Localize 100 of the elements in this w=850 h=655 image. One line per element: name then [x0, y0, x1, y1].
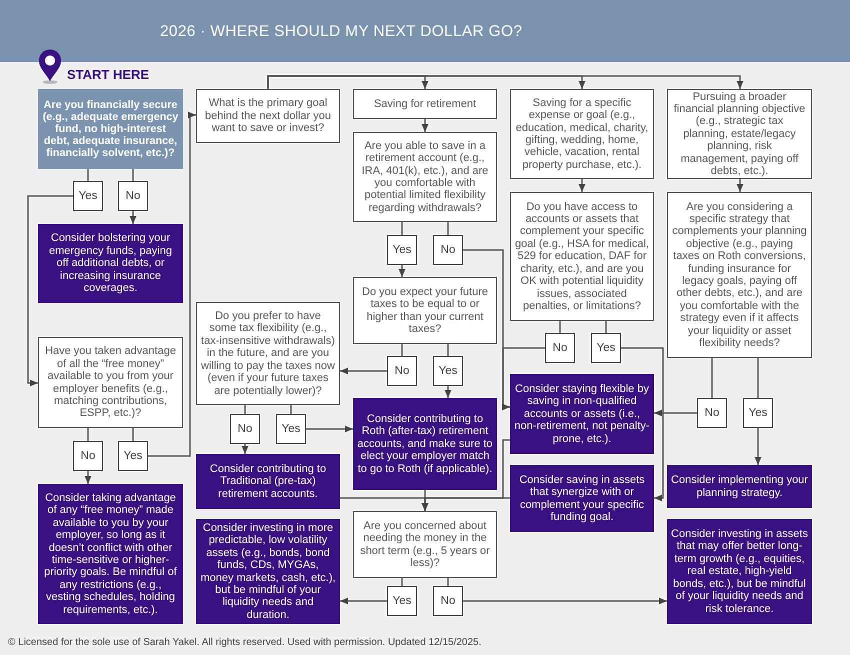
connector-arrow — [422, 119, 428, 132]
choice-text: Yes — [392, 244, 412, 256]
choice-box — [743, 398, 773, 428]
recommendation-text: Consider investing in more predictable, low volatility assets (e.g., bonds, bond funds, CDs, MYGAs, money markets, cash, etc.), but be mindful of your liquidity needs and duration. — [200, 522, 336, 622]
choice-box — [545, 333, 575, 363]
connector-arrow — [340, 368, 387, 374]
question-text: Are you financially secure (e.g., adequate emergency fund, no high-interest debt, adequate insurance, financially solvent, etc.)? — [42, 99, 180, 159]
question-text: Are you able to save in a retirement account (e.g., IRA, 401(k), etc.), and are you comfortable with potential limited flexibility regarding withdrawals? — [360, 140, 490, 214]
goal-option-text: Pursuing a broader financial planning objective (e.g., strategic tax planning, estate/legacy planning, risk management, paying off debts, etc.). — [672, 90, 806, 178]
recommendation-text: Consider saving in assets that synergize with or complement your specific funding goal. — [518, 474, 646, 524]
choice-box — [433, 235, 463, 265]
connector-arrow — [654, 410, 697, 416]
question-box — [510, 192, 654, 321]
connector-arrow — [444, 386, 452, 398]
connector-arrow — [267, 75, 744, 89]
connector-line — [559, 321, 561, 333]
choice-box — [73, 181, 103, 211]
start-label: START HERE — [67, 67, 150, 82]
connector-line — [401, 222, 403, 235]
connector-line — [401, 578, 403, 586]
recommendation-box — [667, 519, 812, 624]
connector-arrow — [340, 598, 387, 604]
recommendation-box — [38, 224, 183, 303]
recommendation-box — [667, 465, 812, 508]
page-title: 2026 · WHERE SHOULD MY NEXT DOLLAR GO? — [160, 23, 522, 41]
question-box — [353, 277, 497, 344]
connector-arrow — [398, 265, 406, 277]
question-box — [667, 192, 812, 358]
connector-arrow — [463, 598, 667, 604]
connector-line — [447, 578, 449, 586]
choice-box — [118, 441, 148, 471]
recommendation-box — [38, 484, 183, 624]
choice-box — [433, 586, 463, 616]
question-text: Are you considering a specific strategy that complements your planning objective (e.g., paying taxes on Roth conversions, funding insurance for legacy goals, paying off other debts, etc.), and are you comfortable with the strategy even if it affects your liquidity or asset flexibility needs? — [672, 200, 807, 350]
choice-text: No — [552, 342, 568, 354]
choice-text: No — [440, 594, 456, 608]
choice-text: No — [704, 406, 720, 420]
choice-box — [387, 235, 417, 265]
recommendation-text: Consider bolstering your emergency funds, paying off additional debts, or increasing insurance coverages. — [48, 232, 173, 295]
connector-line — [447, 344, 449, 356]
choice-text: No — [80, 450, 96, 462]
connector-arrow — [754, 428, 762, 465]
connector-line — [87, 428, 89, 441]
question-text: What is the primary goal behind the next dollar you want to save or invest? — [204, 97, 332, 135]
recommendation-box — [196, 454, 340, 509]
question-box — [353, 132, 497, 222]
choice-text: Yes — [282, 422, 300, 436]
recommendation-box — [510, 465, 654, 532]
connector-line — [757, 358, 759, 398]
goal-option-text: Saving for a specific expense or goal (e.g., education, medical, charity, gifting, wedding, home, vehicle, vacation, rental property purchase, etc.). — [515, 96, 649, 172]
choice-box — [591, 333, 621, 363]
copyright-note: © Licensed for the sole use of Sarah Yakel. All rights reserved. Used with permission. Updated 12/15/2025. — [8, 637, 482, 648]
connector-arrow — [148, 112, 196, 457]
connector-line — [290, 405, 292, 414]
choice-text: Yes — [392, 594, 412, 608]
question-text: Are you concerned about needing the money in the short term (e.g., 5 years or less)? — [359, 520, 491, 570]
choice-text: No — [440, 244, 456, 256]
choice-text: Yes — [748, 406, 768, 420]
connector-arrow — [27, 195, 73, 386]
choice-text: Yes — [596, 342, 616, 354]
question-text: Do you expect your future taxes to be equal to or higher than your current taxes? — [361, 286, 489, 336]
question-text: Do you prefer to have some tax flexibility (e.g., tax-insensitive withdrawals) in the future, and are you willing to pay the taxes now (even if your future taxes are potentially lower)? — [201, 310, 335, 397]
connector-line — [447, 222, 449, 235]
connector-arrow — [736, 179, 744, 192]
goal-option-text: Saving for retirement — [374, 98, 476, 110]
choice-box — [387, 586, 417, 616]
connector-arrow — [306, 426, 353, 432]
connector-arrow — [242, 444, 248, 454]
recommendation-box — [353, 398, 497, 490]
choice-text: Yes — [78, 190, 98, 202]
choice-box — [230, 414, 260, 444]
choice-text: No — [126, 190, 140, 202]
choice-box — [697, 398, 727, 428]
connector-arrow — [578, 179, 586, 192]
connector-line — [401, 344, 403, 356]
connector-arrow — [422, 439, 510, 511]
question-text: Have you taken advantage of all the “free money” available to you from your employer benefits (e.g., matching contributions, ESPP, etc.)? — [44, 345, 177, 420]
choice-box — [433, 356, 463, 386]
question-box — [38, 89, 183, 169]
recommendation-text: Consider taking advantage of any “free money” made available to you by your employer, so long as it doesn’t conflict with other time-sensitive or higher-priority goals. Be mindful of any restrictions (e.g., vesting schedules, holding requirements, etc.). — [43, 492, 178, 616]
choice-text: Yes — [438, 364, 458, 378]
choice-box — [73, 441, 103, 471]
choice-box — [118, 181, 148, 211]
connector-line — [132, 169, 134, 181]
question-box — [38, 337, 183, 428]
choice-text: No — [238, 422, 252, 436]
connector-arrow — [84, 471, 92, 484]
recommendation-text: Consider implementing your planning strategy. — [671, 474, 808, 499]
connector-line — [87, 169, 89, 181]
question-text: Do you have access to accounts or assets that complement your specific goal (e.g., HSA for medical, 529 for education, DAF for charity, etc.), and are you OK with potential liquidity issues, associated penalties, or limitations? — [515, 200, 649, 312]
question-box — [196, 89, 340, 143]
connector-line — [132, 428, 134, 441]
connector-arrow — [621, 347, 664, 502]
question-box — [353, 511, 497, 578]
recommendation-text: Consider contributing to Traditional (pre-tax) retirement accounts. — [208, 462, 328, 500]
connector-arrow — [502, 347, 545, 410]
recommendation-text: Consider contributing to Roth (after-tax) retirement accounts, and make sure to elect your employer match to go to Roth (if applicable). — [357, 412, 493, 476]
choice-text: No — [394, 364, 410, 378]
connector-line — [605, 321, 607, 333]
recommendation-text: Consider staying flexible by saving in non-qualified accounts or assets (i.e., non-retirement, not penalty-prone, etc.). — [514, 382, 650, 446]
